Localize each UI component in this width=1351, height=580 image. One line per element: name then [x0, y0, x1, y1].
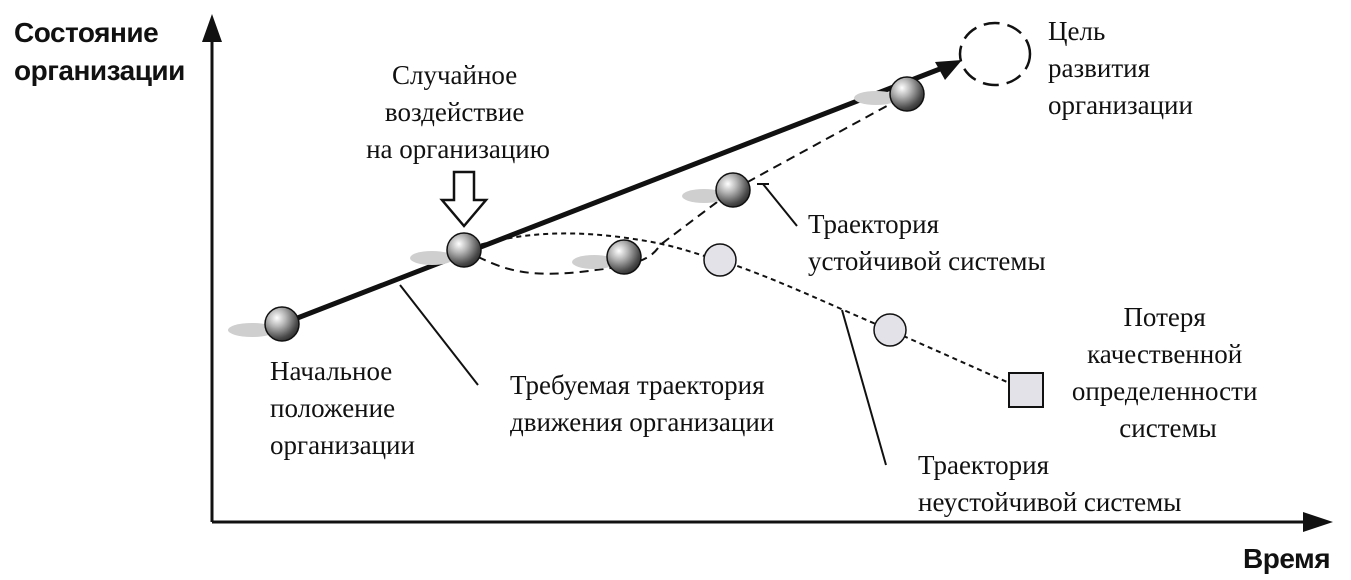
required-trajectory-line [281, 64, 946, 327]
ball-impact [446, 232, 482, 268]
goal-circle [958, 21, 1032, 87]
ball-initial [264, 306, 300, 342]
stable-trajectory-leader [757, 183, 798, 227]
required-trajectory-arrow-icon [935, 60, 962, 80]
motion-shadows [228, 91, 898, 337]
ball-unstable-1 [703, 243, 737, 277]
goal-label: Цель развития организации [1048, 16, 1193, 120]
x-axis [212, 512, 1333, 532]
stable-trajectory-line [463, 95, 906, 275]
ball-unstable-2 [873, 313, 907, 347]
required-trajectory-leader [399, 284, 479, 386]
impact-arrow-icon [439, 170, 489, 228]
y-axis-label: Состояние организации [14, 17, 185, 86]
y-axis [202, 14, 222, 522]
ball-stable-1 [606, 239, 642, 275]
ball-goal [889, 76, 925, 112]
ball-stable-2 [715, 172, 751, 208]
x-axis-label: Время [1243, 543, 1330, 574]
unstable-trajectory-label: Траектория неустойчивой системы [918, 450, 1181, 517]
required-trajectory-label: Требуемая траектория движения организаци… [510, 370, 774, 437]
initial-position-label: Начальное положение организации [270, 356, 415, 460]
unstable-trajectory-line [463, 232, 1026, 391]
quality-loss-square [1008, 372, 1044, 408]
y-axis-arrow-icon [202, 14, 222, 42]
stable-trajectory-label: Траектория устойчивой системы [808, 209, 1046, 276]
unstable-trajectory-leader [841, 309, 887, 466]
random-impact-label: Случайное воздействие на организацию [366, 60, 550, 164]
quality-loss-label: Потеря качественной определенности систе… [1072, 302, 1264, 443]
x-axis-arrow-icon [1303, 512, 1333, 532]
